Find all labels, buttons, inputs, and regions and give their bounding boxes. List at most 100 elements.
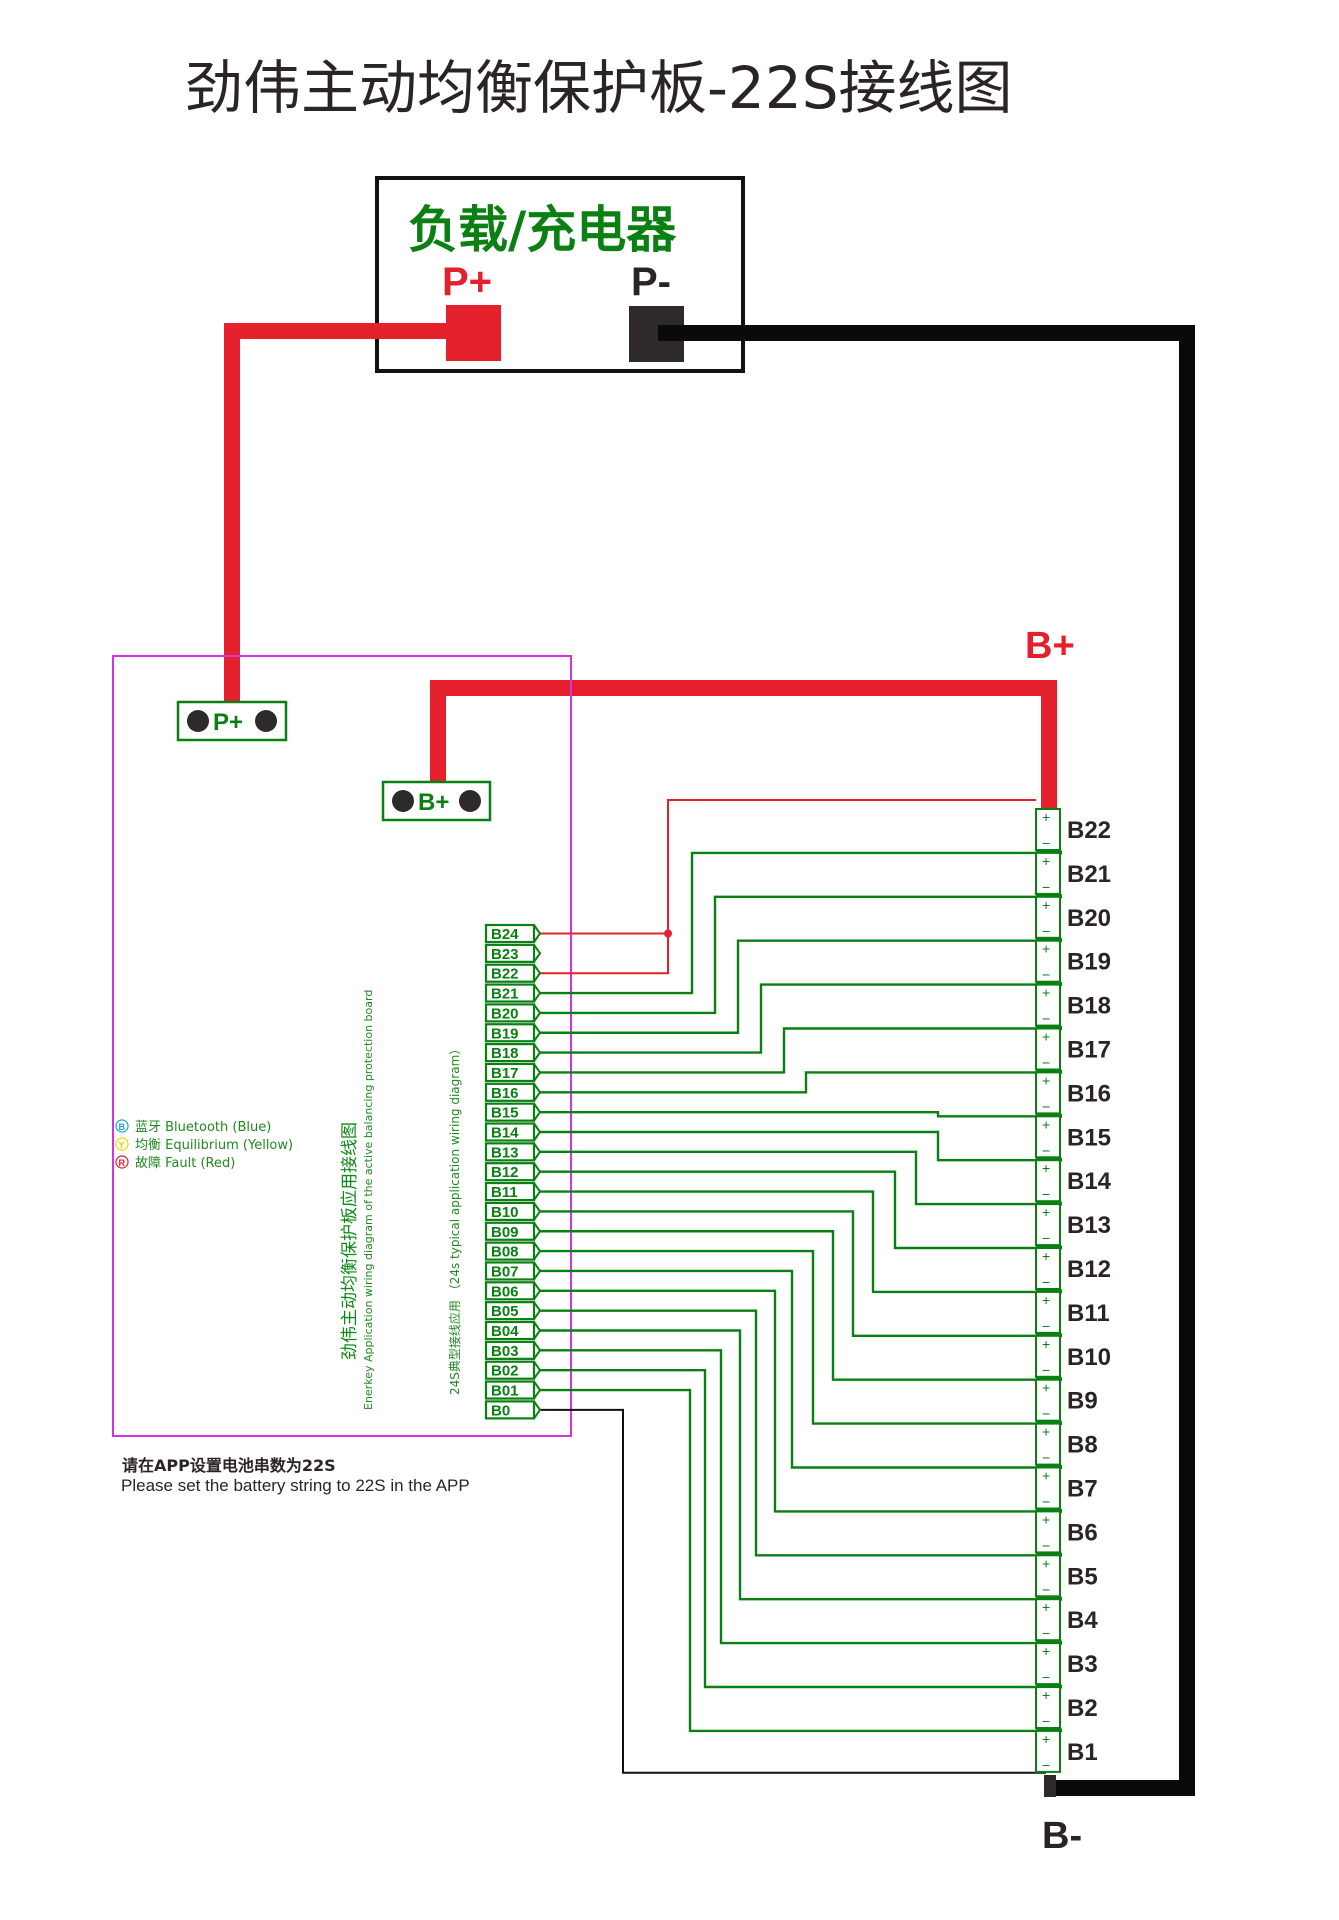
load-charger-title: 负载/充电器 [408,201,677,259]
wire-b17 [540,1027,1036,1074]
balance-wires [540,799,1062,1774]
battery-cell-label: B13 [1067,1212,1111,1239]
cell-plus-sign: + [1042,1424,1050,1440]
battery-cell-b10: +−B10 [1035,1334,1111,1378]
wire-b16 [540,1071,1036,1094]
wire-b02 [540,1368,1036,1689]
b-minus-terminal [1044,1775,1056,1797]
p-minus-label: P- [631,260,671,304]
battery-cell-label: B18 [1067,993,1111,1020]
battery-cell-label: B3 [1067,1651,1098,1678]
wire-b09 [540,1230,1036,1381]
load-charger-box: 负载/充电器 P+ P- [375,176,745,373]
connector-label: B13 [491,1144,519,1161]
connector-pin-b17: B17 [484,1062,542,1083]
cell-plus-sign: + [1042,897,1050,913]
connector-label: B18 [491,1045,519,1062]
connector-pin-b23: B23 [484,943,542,963]
connector-label: B20 [491,1005,519,1022]
battery-cell-label: B4 [1067,1607,1098,1634]
battery-cell-b12: +−B12 [1035,1247,1111,1290]
battery-cell-label: B22 [1067,817,1111,844]
connector-label: B0 [491,1402,510,1419]
cell-minus-sign: − [1042,1230,1050,1246]
battery-cell-b6: +−B6 [1035,1510,1098,1554]
wire-b13 [540,1150,1036,1206]
cell-minus-sign: − [1042,1186,1050,1202]
legend-equilibrium-text: 均衡 Equilibrium (Yellow) [135,1138,293,1153]
battery-cell-label: B21 [1067,861,1111,888]
battery-cell-b2: +−B2 [1035,1686,1098,1729]
wire-b15 [540,1110,1036,1118]
battery-cell-b1: +−B1 [1035,1729,1098,1773]
cell-plus-sign: + [1042,1292,1050,1308]
battery-cell-b14: +−B14 [1035,1159,1112,1203]
connector-label: B19 [491,1025,519,1042]
connector-label: B06 [491,1283,519,1300]
board-p-plus-pad[interactable]: P+ [176,700,288,742]
connector-label: B24 [491,926,519,943]
cell-minus-sign: − [1042,967,1050,983]
battery-cell-label: B17 [1067,1037,1111,1064]
connector-label: B23 [491,946,519,963]
connector-label: B05 [491,1303,519,1320]
cell-plus-sign: + [1042,1468,1050,1484]
protection-board-outline [112,655,572,1437]
connector-pin-b21: B21 [484,983,542,1003]
app-setting-note-en: Please set the battery string to 22S in … [121,1476,470,1495]
board-vertical-title: 劲伟主动均衡保护板应用接线图 [340,1122,360,1360]
cell-minus-sign: − [1042,1625,1050,1641]
connector-pin-b12: B12 [484,1162,542,1182]
battery-cell-b21: +−B21 [1035,851,1111,895]
cell-plus-sign: + [1042,985,1050,1001]
connector-label: B15 [491,1105,519,1122]
cell-minus-sign: − [1042,1581,1050,1597]
connector-label: B11 [491,1184,518,1201]
pad-hole [187,710,209,732]
connector-label: B07 [491,1263,519,1280]
connector-label: B10 [491,1204,519,1221]
battery-cell-label: B10 [1067,1344,1111,1371]
wire-b10 [540,1210,1036,1338]
connector-pin-b05: B05 [484,1301,542,1321]
p-plus-terminal [446,305,501,361]
battery-cell-b15: +−B15 [1035,1115,1111,1159]
led-legend: B 蓝牙 Bluetooth (Blue) Y 均衡 Equilibrium (… [115,1119,293,1171]
battery-cell-label: B1 [1067,1739,1098,1766]
board-p-plus-label: P+ [213,709,243,736]
connector-pin-b01: B01 [484,1380,542,1400]
wire-b0 [540,1408,1046,1774]
connector-pin-b09: B09 [484,1221,542,1241]
cell-plus-sign: + [1042,941,1050,957]
connector-label: B02 [491,1363,519,1380]
connector-label: B17 [491,1065,519,1082]
cell-plus-sign: + [1042,1599,1050,1615]
connector-label: B12 [491,1164,519,1181]
connector-pin-b22: B22 [484,963,542,983]
connector-pin-b24: B24 [484,923,542,944]
pad-hole [255,710,277,732]
connector-pin-b15: B15 [484,1102,542,1122]
connector-label: B09 [491,1224,519,1241]
cell-plus-sign: + [1042,853,1050,869]
battery-cell-label: B12 [1067,1256,1111,1283]
connector-label: B14 [491,1125,519,1142]
cell-plus-sign: + [1042,1511,1050,1527]
cell-plus-sign: + [1042,1029,1050,1045]
connector-pin-b16: B16 [484,1082,542,1102]
connector-pin-b11: B11 [484,1181,542,1202]
battery-cell-label: B16 [1067,1080,1111,1107]
connector-pin-b07: B07 [484,1261,542,1281]
cell-minus-sign: − [1042,1494,1050,1510]
cell-plus-sign: + [1042,1555,1050,1571]
svg-text:Y: Y [119,1140,125,1150]
svg-text:R: R [119,1158,126,1168]
cell-plus-sign: + [1042,1643,1050,1659]
wire-b06 [540,1289,1036,1513]
board-b-plus-label: B+ [418,789,449,816]
wire-b04 [540,1329,1036,1601]
board-b-plus-pad[interactable]: B+ [381,780,492,822]
connector-pin-b20: B20 [484,1003,542,1023]
cell-minus-sign: − [1042,1142,1050,1158]
cell-plus-sign: + [1042,1731,1050,1747]
